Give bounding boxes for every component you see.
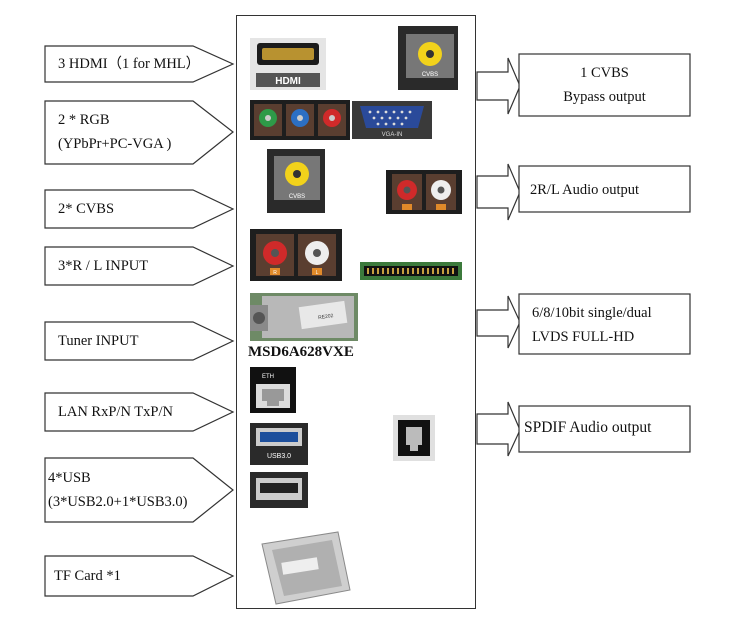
eth-text: ETH <box>262 374 274 380</box>
usb2-port-icon <box>250 472 308 508</box>
ethernet-port-icon <box>250 367 296 413</box>
tuner-input-label: Tuner INPUT <box>58 329 138 353</box>
cvbs-output-label: 1 CVBS Bypass output <box>519 61 690 109</box>
cvbs-connector-icon <box>267 149 325 213</box>
r-jack-text: R <box>273 270 277 276</box>
cvbs-arrow <box>44 189 235 229</box>
cvbs-connector-text: CVBS <box>289 194 305 200</box>
spdif-port-icon <box>393 415 435 461</box>
audio-out-arrow <box>476 163 521 221</box>
rl-input-text: 3*R / L INPUT <box>58 258 149 274</box>
cvbs-output-line-2: Bypass output <box>563 89 646 105</box>
lvds-output-label: 6/8/10bit single/dual LVDS FULL-HD <box>532 301 652 349</box>
rgb-input-line-1: 2 * RGB <box>58 112 110 128</box>
usb3-text: USB3.0 <box>267 453 291 460</box>
lvds-header-icon <box>360 262 462 280</box>
lvds-arrow <box>476 295 521 349</box>
cvbs-out-connector-icon <box>398 26 458 90</box>
audio-output-label: 2R/L Audio output <box>530 178 639 202</box>
tf-card-slot-icon <box>261 531 351 605</box>
rgb-input-label: 2 * RGB (YPbPr+PC-VGA ) <box>58 108 171 156</box>
lvds-output-line-2: LVDS FULL-HD <box>532 329 635 345</box>
cvbs-output-line-1: 1 CVBS <box>580 65 629 81</box>
tf-input-text: TF Card *1 <box>54 568 121 584</box>
hdmi-input-label: 3 HDMI（1 for MHL） <box>58 52 200 76</box>
spdif-arrow <box>476 401 521 457</box>
usb-input-label: 4*USB (3*USB2.0+1*USB3.0) <box>48 466 188 514</box>
lan-input-label: LAN RxP/N TxP/N <box>58 400 173 424</box>
cvbs-out-connector-text: CVBS <box>422 72 438 78</box>
spdif-output-label: SPDIF Audio output <box>524 416 651 440</box>
lan-arrow <box>44 392 235 432</box>
spdif-box <box>518 405 691 453</box>
spdif-output-text: SPDIF Audio output <box>524 419 652 436</box>
tuner-arrow <box>44 321 235 361</box>
hdmi-connector-icon <box>250 38 326 90</box>
audio-out-jacks-icon <box>386 170 462 214</box>
cvbs-out-arrow <box>476 57 521 115</box>
rl-arrow <box>44 246 235 286</box>
cvbs-out-box <box>518 53 691 117</box>
chip-name: MSD6A628VXE <box>248 344 354 360</box>
cvbs-input-label: 2* CVBS <box>58 197 114 221</box>
lan-input-text: LAN RxP/N TxP/N <box>58 404 173 420</box>
audio-out-box <box>518 165 691 213</box>
tf-arrow <box>44 555 235 597</box>
usb-input-line-2: (3*USB2.0+1*USB3.0) <box>48 494 188 510</box>
rgb-arrow <box>44 100 234 165</box>
tuner-input-text: Tuner INPUT <box>58 333 139 349</box>
vga-connector-text: VGA-IN <box>382 132 403 138</box>
audio-output-text: 2R/L Audio output <box>530 182 640 198</box>
usb-input-line-1: 4*USB <box>48 470 91 486</box>
tuner-text: RE202 <box>318 313 334 321</box>
hdmi-connector-text: HDMI <box>275 76 301 87</box>
usb-arrow <box>44 457 234 523</box>
rgb-input-line-2: (YPbPr+PC-VGA ) <box>58 136 172 152</box>
vga-connector-icon <box>352 101 432 139</box>
l-jack-text: L <box>316 270 319 276</box>
lvds-output-line-1: 6/8/10bit single/dual <box>532 305 652 321</box>
hdmi-arrow <box>44 45 235 83</box>
hdmi-input-text: 3 HDMI（1 for MHL） <box>58 56 201 72</box>
tf-input-label: TF Card *1 <box>54 564 121 588</box>
tuner-icon <box>250 293 358 341</box>
usb3-port-icon <box>250 423 308 465</box>
cvbs-input-text: 2* CVBS <box>58 201 115 217</box>
lvds-box <box>518 293 691 355</box>
rl-input-label: 3*R / L INPUT <box>58 254 148 278</box>
rl-jacks-icon <box>250 229 342 281</box>
rgb-jacks-icon <box>250 100 350 140</box>
